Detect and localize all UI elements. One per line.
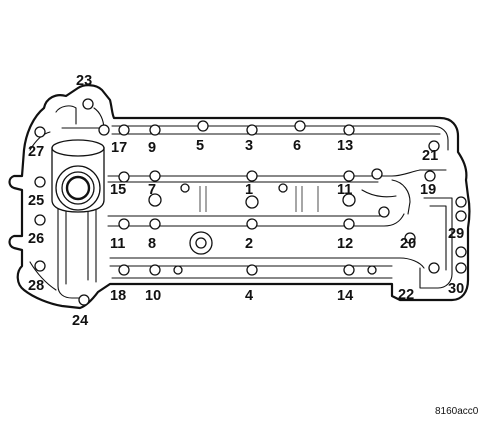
stud-mid	[278, 183, 288, 193]
callout-5: 5	[196, 138, 204, 154]
bolt-14	[343, 264, 355, 276]
callout-12: 12	[337, 236, 353, 252]
callout-18: 18	[110, 288, 126, 304]
callout-29: 29	[448, 226, 464, 242]
cylinder-head-cover-drawing	[8, 84, 471, 310]
callout-27: 27	[28, 144, 44, 160]
callout-labels: 23 27 17 9 5 3 6 13 21 15 7 1 11 19 25 2…	[28, 73, 464, 329]
callout-26: 26	[28, 231, 44, 247]
figure-code: 8160acc0	[435, 406, 479, 417]
bolt-7	[148, 193, 162, 207]
callout-2: 2	[245, 236, 253, 252]
bolt-12	[343, 218, 355, 230]
bolt-4	[246, 264, 258, 276]
bolt-24	[78, 294, 90, 306]
oil-filler-port	[51, 139, 105, 213]
callout-21: 21	[422, 148, 438, 164]
callout-1: 1	[245, 182, 253, 198]
callout-30: 30	[448, 281, 464, 297]
bolt-9	[149, 124, 161, 136]
bolt-8	[149, 218, 161, 230]
bolt-19-left	[371, 168, 383, 180]
bolt-1-top	[246, 170, 258, 182]
callout-8: 8	[148, 236, 156, 252]
bolt-29-top	[455, 196, 467, 208]
bolt-5	[197, 120, 209, 132]
bolt-11b	[118, 218, 130, 230]
bolt-6	[294, 120, 306, 132]
callout-3: 3	[245, 138, 253, 154]
callout-6: 6	[293, 138, 301, 154]
callout-10: 10	[145, 288, 161, 304]
callout-11-lower: 11	[110, 236, 125, 252]
callout-28: 28	[28, 278, 44, 294]
stud-left	[180, 183, 190, 193]
bolt-17	[118, 124, 130, 136]
callout-9: 9	[148, 140, 156, 156]
bolt-19	[424, 170, 436, 182]
bolt-22	[428, 262, 440, 274]
callout-19: 19	[420, 182, 436, 198]
bolt-21	[428, 140, 440, 152]
callout-22: 22	[398, 287, 414, 303]
bolt-7-top	[149, 170, 161, 182]
callout-15: 15	[110, 182, 126, 198]
bolt-10	[149, 264, 161, 276]
bolt-15	[118, 171, 130, 183]
callout-25: 25	[28, 193, 44, 209]
callout-13: 13	[337, 138, 353, 154]
bolt-11a	[342, 193, 356, 207]
bolt-18	[118, 264, 130, 276]
bolt-20	[404, 232, 416, 244]
bolt-1	[245, 195, 259, 209]
bolt-11-top	[343, 170, 355, 182]
callout-14: 14	[337, 288, 353, 304]
bolt-23	[82, 98, 94, 110]
callout-20: 20	[400, 236, 416, 252]
bolt-13	[343, 124, 355, 136]
center-boss	[189, 231, 213, 255]
bolt-28	[34, 260, 46, 272]
bolt-20-top	[378, 206, 390, 218]
bolt-27	[34, 126, 46, 138]
bolt-3	[246, 124, 258, 136]
bolt-17-top	[98, 124, 110, 136]
callout-11-upper: 11	[337, 182, 352, 198]
bolt-29	[455, 210, 467, 222]
stud-lower-left	[173, 265, 183, 275]
bolt-heads	[34, 98, 467, 306]
callout-17: 17	[111, 140, 127, 156]
bolt-2	[246, 218, 258, 230]
stud-lower-right	[367, 265, 377, 275]
bolt-30-top	[455, 246, 467, 258]
callout-4: 4	[245, 288, 253, 304]
callout-7: 7	[148, 182, 156, 198]
callout-24: 24	[72, 313, 88, 329]
bolt-26	[34, 214, 46, 226]
bolt-30	[455, 262, 467, 274]
callout-23: 23	[76, 73, 92, 89]
bolt-25	[34, 176, 46, 188]
